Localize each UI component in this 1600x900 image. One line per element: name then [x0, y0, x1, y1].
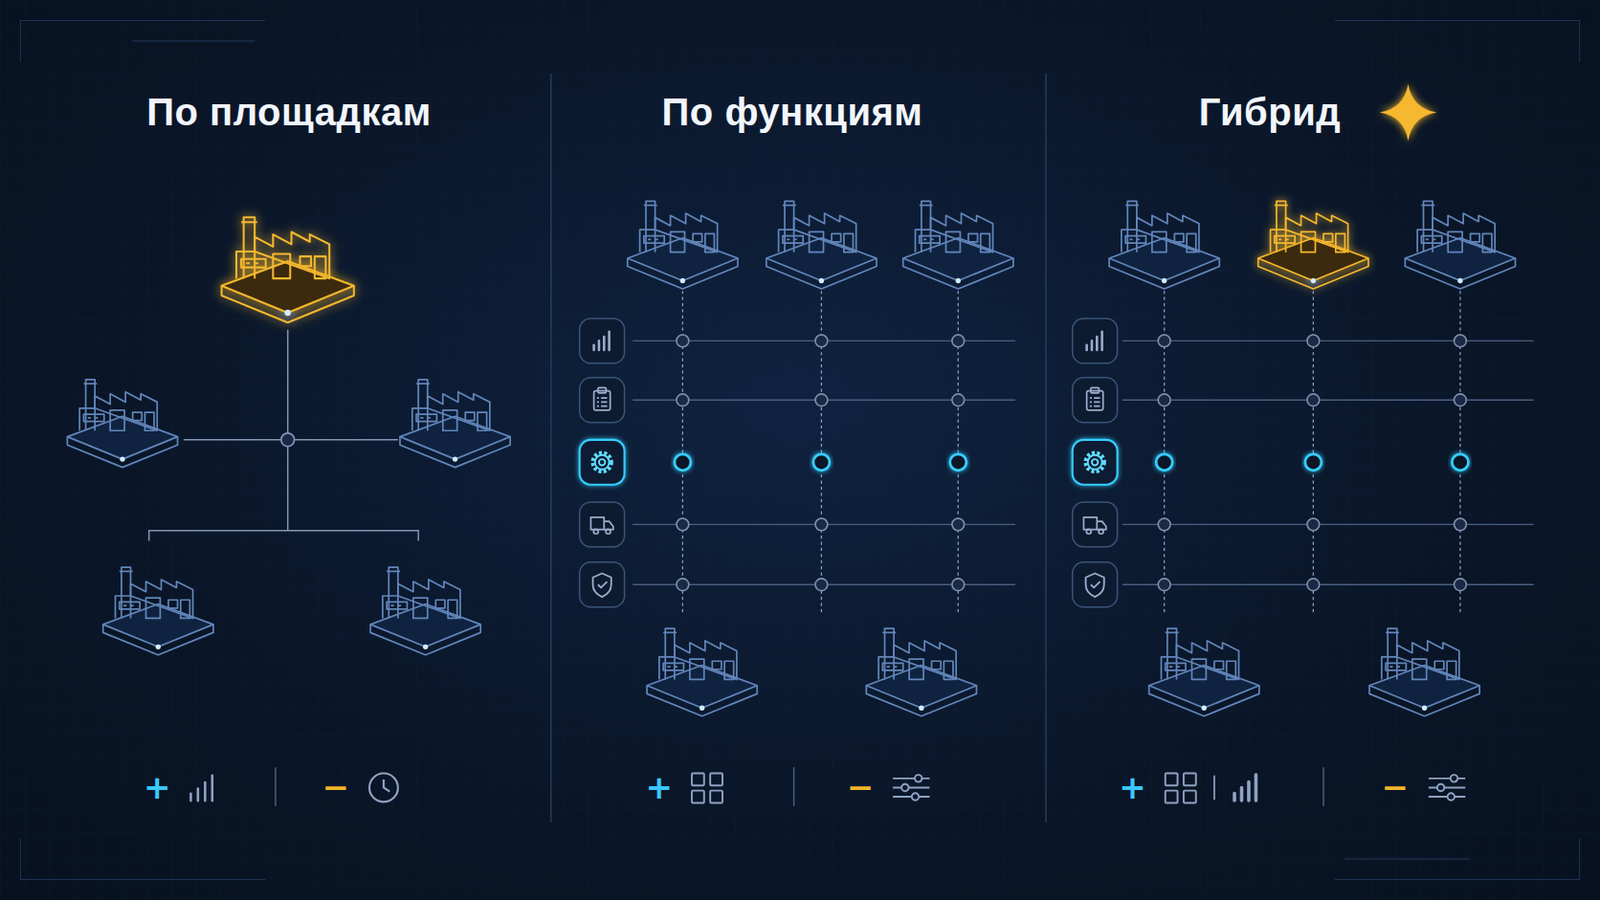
matrix-node	[1157, 518, 1171, 532]
function-icon-box	[579, 377, 625, 423]
function-icon-box	[1072, 377, 1118, 423]
approach-panel: По функциям	[551, 0, 1046, 900]
matrix-node	[1454, 578, 1467, 592]
matrix-node	[676, 334, 689, 348]
matrix-stroke	[1116, 461, 1534, 465]
approach-panel: По площадкам	[0, 0, 552, 900]
panel-title: По функциям	[662, 90, 924, 134]
function-icon-box	[1072, 318, 1118, 364]
plus-sign: +	[645, 771, 674, 804]
matrix-node	[813, 454, 830, 471]
function-icon	[1086, 453, 1105, 472]
matrix-node	[952, 518, 965, 532]
matrix-node	[1451, 454, 1468, 471]
matrix-node	[815, 578, 828, 592]
matrix-stroke	[1122, 400, 1534, 401]
function-icon	[1087, 332, 1103, 351]
matrix-node	[950, 454, 967, 471]
function-icon	[594, 332, 610, 351]
panel-title: По площадкам	[146, 90, 432, 134]
matrix-node	[1157, 578, 1171, 592]
function-icon	[594, 387, 611, 410]
matrix-stroke	[1122, 584, 1534, 586]
plus-sign: +	[143, 771, 172, 804]
matrix-node	[1454, 334, 1467, 348]
matrix-stroke	[1122, 524, 1534, 526]
matrix-node	[952, 394, 965, 407]
matrix-node	[1307, 334, 1320, 348]
matrix-node	[1157, 334, 1171, 348]
approach-panel: Гибрид	[1045, 0, 1600, 900]
matrix-node	[952, 334, 965, 348]
function-icon	[593, 574, 612, 599]
matrix-node	[1155, 454, 1173, 471]
matrix-node	[1307, 578, 1320, 592]
function-icon	[1087, 387, 1104, 410]
matrix-node	[1307, 518, 1320, 532]
matrix-node	[1305, 454, 1322, 471]
function-icon-box	[1072, 502, 1118, 548]
minus-sign: −	[1380, 771, 1409, 804]
matrix-node	[952, 578, 965, 592]
function-icon	[1086, 574, 1105, 599]
panel-title: Гибрид	[1199, 90, 1341, 134]
matrix-node	[1454, 394, 1467, 407]
matrix-node	[1307, 394, 1320, 407]
function-icon	[590, 517, 613, 534]
minus-sign: −	[846, 771, 875, 804]
matrix-node	[676, 394, 689, 407]
plus-sign: +	[1118, 771, 1147, 804]
matrix-node	[815, 394, 828, 407]
matrix-node	[1454, 518, 1467, 532]
function-icon-box	[1072, 562, 1118, 608]
matrix-stroke	[1122, 340, 1534, 342]
function-icon-box	[579, 440, 625, 486]
matrix-node	[815, 518, 828, 532]
matrix-node	[815, 334, 828, 348]
matrix-node	[676, 578, 689, 592]
function-icon	[593, 453, 612, 472]
function-icon	[1083, 517, 1106, 534]
function-icon-box	[579, 318, 625, 364]
function-icon-box	[1072, 440, 1118, 486]
matrix-node	[676, 518, 689, 532]
function-icon-box	[579, 502, 625, 548]
matrix-node	[1157, 394, 1171, 407]
minus-sign: −	[322, 771, 351, 804]
function-icon-box	[579, 562, 625, 608]
matrix-node	[674, 454, 691, 471]
